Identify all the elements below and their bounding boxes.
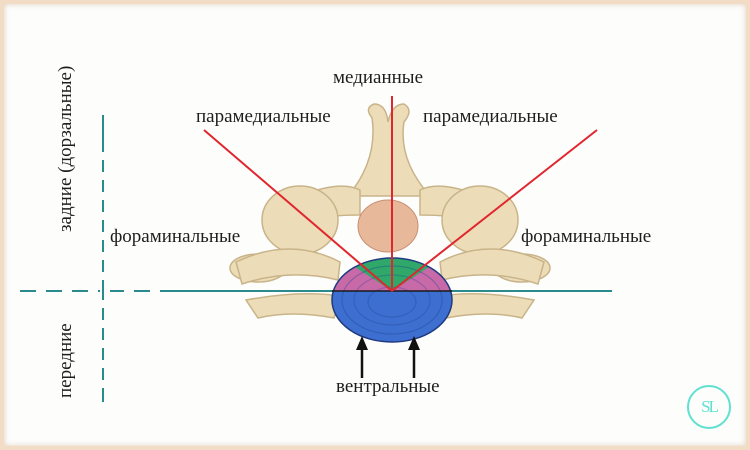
- paramedial-left-line: [203, 129, 393, 292]
- label-paramedial-left: парамедиальные: [196, 106, 331, 127]
- vertebra-bone: [229, 103, 551, 319]
- label-ventral: вентральные: [336, 376, 440, 397]
- ventral-arrows: [356, 336, 420, 378]
- paramedial-right-line: [391, 129, 598, 292]
- label-foraminal-right: фораминальные: [521, 226, 652, 247]
- label-foraminal-left: фораминальные: [110, 226, 241, 247]
- sl-logo-icon: SL: [687, 385, 731, 429]
- label-median: медианные: [333, 67, 424, 88]
- label-paramedial-right: парамедиальные: [423, 106, 558, 127]
- label-posterior-axis: задние (дорзальные): [55, 65, 76, 232]
- label-anterior-axis: передние: [55, 323, 76, 398]
- spinal-cord: [357, 199, 419, 253]
- zone-lines: [203, 96, 598, 292]
